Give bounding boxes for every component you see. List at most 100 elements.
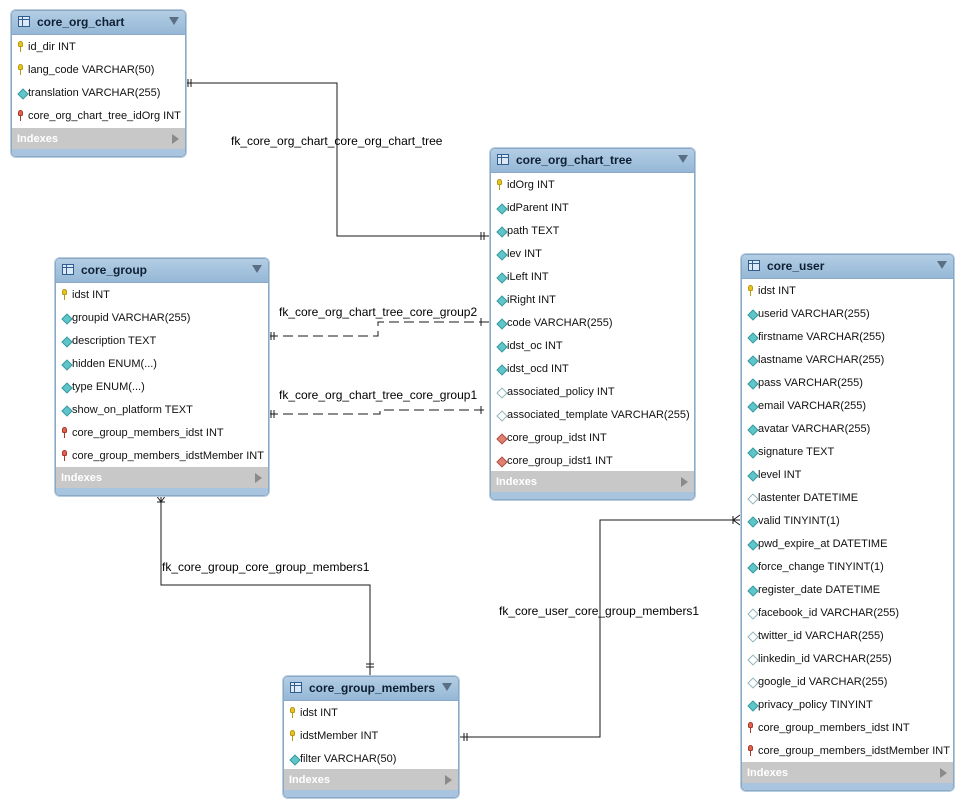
table-column-row[interactable]: associated_template VARCHAR(255): [491, 404, 694, 427]
column-definition: force_change TINYINT(1): [758, 561, 884, 573]
table-column-row[interactable]: lev INT: [491, 243, 694, 266]
table-column-row[interactable]: show_on_platform TEXT: [56, 399, 268, 422]
table-column-row[interactable]: level INT: [742, 464, 953, 487]
table-column-row[interactable]: lastenter DATETIME: [742, 487, 953, 510]
column-icon: [747, 355, 759, 367]
table-header[interactable]: core_org_chart: [12, 11, 185, 35]
column-icon: [747, 309, 759, 321]
collapse-icon[interactable]: [442, 683, 452, 691]
column-icon: [496, 295, 508, 307]
table-column-row[interactable]: idstMember INT: [284, 725, 458, 748]
table-column-row[interactable]: email VARCHAR(255): [742, 395, 953, 418]
column-definition: iRight INT: [507, 294, 556, 306]
column-definition: facebook_id VARCHAR(255): [758, 607, 900, 619]
table-column-row[interactable]: groupid VARCHAR(255): [56, 307, 268, 330]
collapse-icon[interactable]: [937, 261, 947, 269]
table-column-row[interactable]: valid TINYINT(1): [742, 510, 953, 533]
table-column-row[interactable]: force_change TINYINT(1): [742, 556, 953, 579]
table-header[interactable]: core_group: [56, 259, 268, 283]
nullable-column-icon: [747, 677, 759, 689]
column-definition: core_group_members_idstMember INT: [72, 450, 264, 462]
table-column-row[interactable]: idParent INT: [491, 197, 694, 220]
table-column-row[interactable]: idst_oc INT: [491, 335, 694, 358]
expand-indexes-icon[interactable]: [681, 477, 688, 487]
table-header[interactable]: core_org_chart_tree: [491, 149, 694, 173]
column-icon: [496, 318, 508, 330]
table-column-row[interactable]: code VARCHAR(255): [491, 312, 694, 335]
expand-indexes-icon[interactable]: [940, 768, 947, 778]
table-column-row[interactable]: core_group_members_idst INT: [742, 717, 953, 740]
table-column-row[interactable]: translation VARCHAR(255): [12, 82, 185, 105]
foreign-key-icon: [62, 450, 67, 461]
column-icon: [61, 336, 73, 348]
nullable-column-icon: [747, 631, 759, 643]
table-column-row[interactable]: description TEXT: [56, 330, 268, 353]
table-header[interactable]: core_user: [742, 255, 953, 279]
indexes-section[interactable]: Indexes: [56, 467, 268, 495]
table-header[interactable]: core_group_members: [284, 677, 458, 701]
table-column-row[interactable]: filter VARCHAR(50): [284, 748, 458, 771]
table-column-row[interactable]: iLeft INT: [491, 266, 694, 289]
table-column-row[interactable]: idst INT: [284, 702, 458, 725]
table-column-row[interactable]: lang_code VARCHAR(50): [12, 59, 185, 82]
table-title: core_group: [81, 263, 148, 277]
table-column-row[interactable]: hidden ENUM(...): [56, 353, 268, 376]
table-column-row[interactable]: idst INT: [56, 284, 268, 307]
table-column-row[interactable]: signature TEXT: [742, 441, 953, 464]
table-column-row[interactable]: register_date DATETIME: [742, 579, 953, 602]
table-column-row[interactable]: path TEXT: [491, 220, 694, 243]
collapse-icon[interactable]: [169, 17, 179, 25]
table-column-row[interactable]: google_id VARCHAR(255): [742, 671, 953, 694]
foreign-column-icon: [496, 456, 508, 468]
indexes-section[interactable]: Indexes: [284, 769, 458, 797]
table-column-row[interactable]: id_dir INT: [12, 36, 185, 59]
primary-key-icon: [18, 64, 23, 75]
table-column-row[interactable]: core_org_chart_tree_idOrg INT: [12, 105, 185, 128]
indexes-label: Indexes: [289, 774, 330, 786]
column-definition: core_org_chart_tree_idOrg INT: [28, 110, 181, 122]
column-definition: privacy_policy TINYINT: [758, 699, 873, 711]
table-column-row[interactable]: idst_ocd INT: [491, 358, 694, 381]
table-column-row[interactable]: iRight INT: [491, 289, 694, 312]
table-column-row[interactable]: userid VARCHAR(255): [742, 303, 953, 326]
table-column-row[interactable]: core_group_members_idst INT: [56, 422, 268, 445]
table-column-row[interactable]: linkedin_id VARCHAR(255): [742, 648, 953, 671]
table-column-row[interactable]: privacy_policy TINYINT: [742, 694, 953, 717]
table-column-row[interactable]: lastname VARCHAR(255): [742, 349, 953, 372]
table-column-row[interactable]: firstname VARCHAR(255): [742, 326, 953, 349]
collapse-icon[interactable]: [252, 265, 262, 273]
column-definition: signature TEXT: [758, 446, 835, 458]
table-column-row[interactable]: twitter_id VARCHAR(255): [742, 625, 953, 648]
table-column-row[interactable]: type ENUM(...): [56, 376, 268, 399]
column-icon: [496, 203, 508, 215]
column-definition: path TEXT: [507, 225, 560, 237]
table-column-row[interactable]: core_group_members_idstMember INT: [742, 740, 953, 763]
indexes-section[interactable]: Indexes: [12, 128, 185, 156]
table-column-row[interactable]: facebook_id VARCHAR(255): [742, 602, 953, 625]
column-definition: lastname VARCHAR(255): [758, 354, 885, 366]
table-column-row[interactable]: avatar VARCHAR(255): [742, 418, 953, 441]
table-column-row[interactable]: pwd_expire_at DATETIME: [742, 533, 953, 556]
table-column-row[interactable]: associated_policy INT: [491, 381, 694, 404]
indexes-section[interactable]: Indexes: [491, 471, 694, 499]
expand-indexes-icon[interactable]: [255, 473, 262, 483]
indexes-section[interactable]: Indexes: [742, 762, 953, 790]
table-column-row[interactable]: pass VARCHAR(255): [742, 372, 953, 395]
collapse-icon[interactable]: [678, 155, 688, 163]
table-column-row[interactable]: core_group_idst INT: [491, 427, 694, 450]
table-column-row[interactable]: core_group_idst1 INT: [491, 450, 694, 473]
expand-indexes-icon[interactable]: [172, 134, 179, 144]
expand-indexes-icon[interactable]: [445, 775, 452, 785]
table-column-row[interactable]: idst INT: [742, 280, 953, 303]
table-column-row[interactable]: idOrg INT: [491, 174, 694, 197]
table-column-row[interactable]: core_group_members_idstMember INT: [56, 445, 268, 468]
